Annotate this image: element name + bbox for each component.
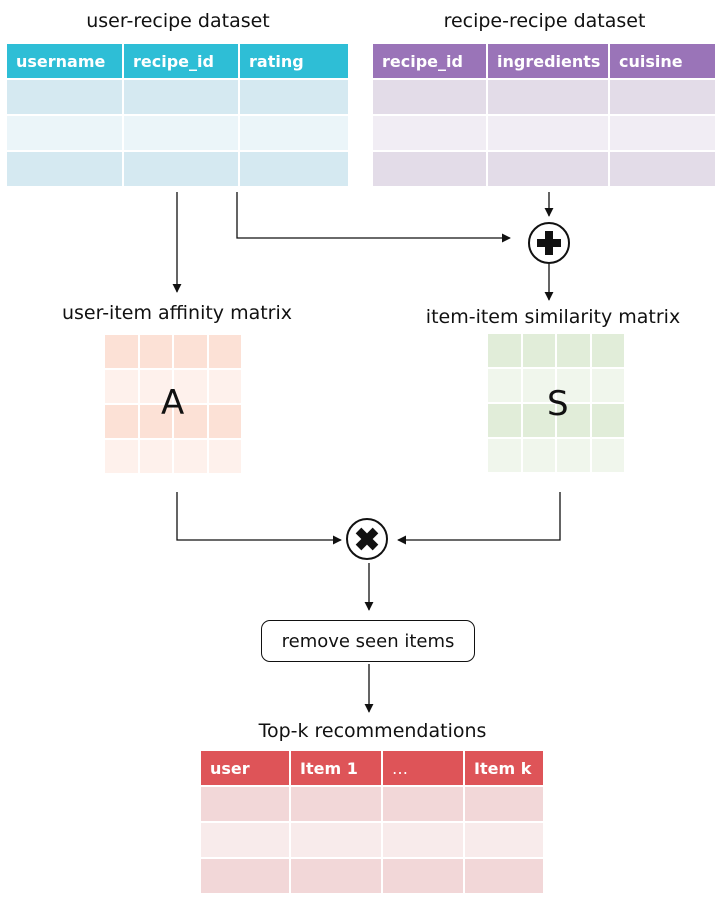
affinity-matrix-title: user-item affinity matrix xyxy=(61,302,293,324)
table-row xyxy=(373,116,715,150)
recipe-recipe-table: recipe_id ingredients cuisine xyxy=(371,42,717,188)
column-header: rating xyxy=(240,44,348,78)
column-header: user xyxy=(201,751,289,785)
table-row xyxy=(7,80,348,114)
recipe-recipe-title: recipe-recipe dataset xyxy=(443,10,646,32)
affinity-matrix: A xyxy=(103,333,243,475)
times-icon xyxy=(355,527,379,551)
matrix-letter-a: A xyxy=(161,383,185,423)
topk-title: Top-k recommendations xyxy=(258,720,487,742)
table-row xyxy=(373,80,715,114)
table-row xyxy=(373,152,715,186)
table-row xyxy=(201,823,543,857)
column-header: recipe_id xyxy=(124,44,238,78)
matrix-letter-s: S xyxy=(547,384,569,424)
arrow-rating-to-plus xyxy=(236,192,511,243)
remove-seen-items-label: remove seen items xyxy=(281,630,455,652)
plus-icon xyxy=(537,231,561,255)
column-header: … xyxy=(383,751,463,785)
table-header-row: user Item 1 … Item k xyxy=(201,751,543,785)
user-recipe-title: user-recipe dataset xyxy=(86,10,270,32)
remove-seen-items-box: remove seen items xyxy=(261,620,475,662)
similarity-matrix: S xyxy=(486,332,626,474)
column-header: username xyxy=(7,44,122,78)
table-header-row: recipe_id ingredients cuisine xyxy=(373,44,715,78)
plus-operator xyxy=(528,222,570,264)
column-header: cuisine xyxy=(610,44,715,78)
table-row xyxy=(201,787,543,821)
column-header: ingredients xyxy=(488,44,608,78)
arrow-similarity-to-times xyxy=(397,492,561,545)
arrow-affinity-to-times xyxy=(176,492,342,545)
column-header: Item k xyxy=(465,751,543,785)
times-operator xyxy=(346,518,388,560)
topk-table: user Item 1 … Item k xyxy=(199,749,545,895)
column-header: recipe_id xyxy=(373,44,486,78)
table-row xyxy=(7,116,348,150)
table-row xyxy=(201,859,543,893)
table-header-row: username recipe_id rating xyxy=(7,44,348,78)
user-recipe-table: username recipe_id rating xyxy=(5,42,350,188)
similarity-matrix-title: item-item similarity matrix xyxy=(425,306,681,328)
table-row xyxy=(7,152,348,186)
column-header: Item 1 xyxy=(291,751,381,785)
